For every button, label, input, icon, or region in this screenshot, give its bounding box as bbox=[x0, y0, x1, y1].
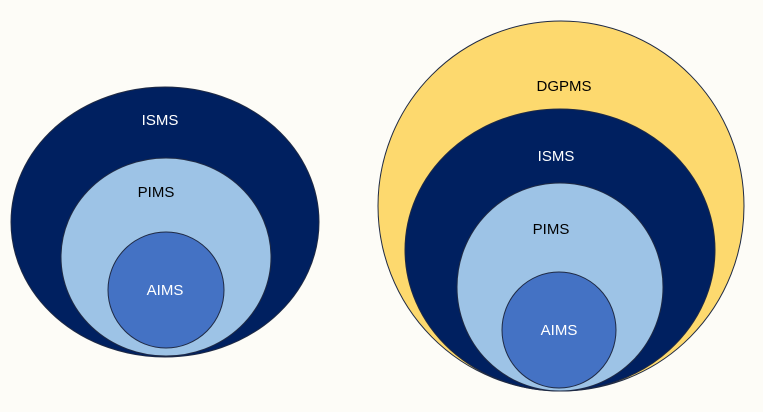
right-pims-label: PIMS bbox=[533, 221, 570, 238]
right-dgpms-label: DGPMS bbox=[536, 78, 591, 95]
left-isms-label: ISMS bbox=[142, 112, 179, 129]
left-diagram: ISMS PIMS AIMS bbox=[10, 86, 320, 358]
left-aims-label: AIMS bbox=[147, 282, 184, 299]
right-aims-label: AIMS bbox=[541, 322, 578, 339]
right-aims-circle bbox=[501, 271, 617, 389]
right-diagram: DGPMS ISMS PIMS AIMS bbox=[377, 20, 745, 392]
left-aims-circle bbox=[107, 231, 225, 349]
right-isms-label: ISMS bbox=[538, 148, 575, 165]
left-pims-label: PIMS bbox=[138, 184, 175, 201]
